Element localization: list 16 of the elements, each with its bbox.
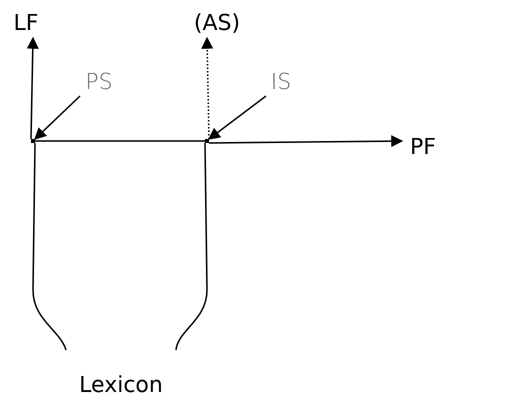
node-label: (AS) [194,10,240,36]
arrow [209,135,404,148]
node-label: Lexicon [79,373,163,398]
arrow [201,36,214,140]
callout-label: IS [270,70,292,94]
leader-line [208,95,266,140]
arrow [26,36,39,140]
line [32,143,67,350]
node-label: LF [14,10,38,36]
line [175,143,208,350]
leader-line [34,95,81,140]
line [35,140,205,142]
junction-point [205,139,209,143]
callout-label: PS [85,70,113,94]
node-label: PF [410,134,436,160]
junction-point [31,139,35,143]
